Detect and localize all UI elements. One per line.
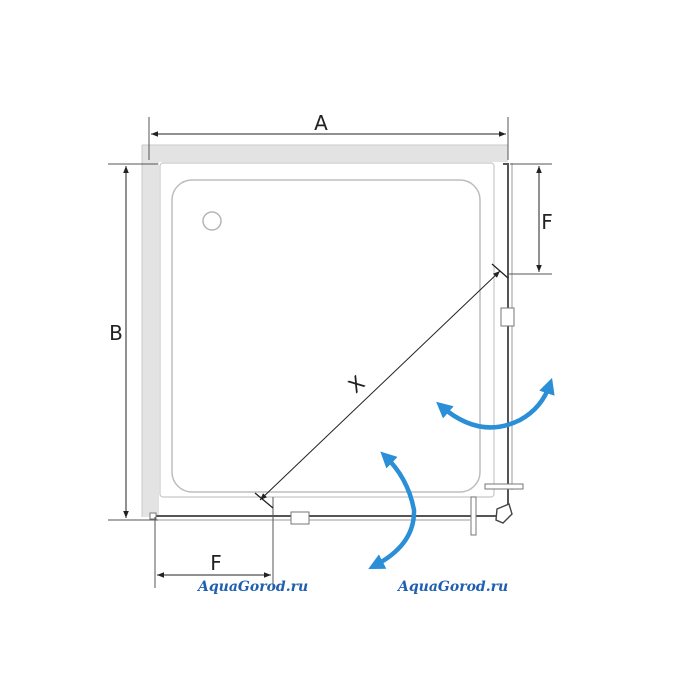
front-hinge	[290, 511, 310, 525]
dimension-b-label: B	[109, 321, 123, 345]
dimension-x-label: X	[343, 370, 369, 397]
drain-icon	[202, 211, 222, 231]
dimension-f-top: F	[508, 163, 553, 275]
dimension-a-label: A	[314, 111, 328, 135]
walls	[141, 144, 508, 517]
watermark-right: AquaGorod.ru	[396, 579, 508, 595]
right-door-swing-arrow	[436, 377, 555, 430]
dimension-f-bottom: F	[154, 497, 274, 588]
dimension-x: X	[254, 263, 509, 509]
dimension-a: A	[148, 111, 509, 160]
left-wall	[142, 145, 159, 517]
door-swing-arrows	[368, 377, 555, 569]
watermark-left: AquaGorod.ru	[196, 579, 308, 595]
right-handle	[484, 483, 524, 490]
corner-post	[495, 503, 513, 524]
back-wall	[142, 145, 508, 162]
right-hinge	[500, 307, 515, 327]
glass-panels	[149, 163, 524, 536]
dimension-f-bottom-label: F	[210, 551, 222, 575]
dimension-b: B	[108, 163, 158, 521]
shower-tray	[159, 162, 495, 498]
front-handle	[470, 496, 477, 536]
watermarks: AquaGorod.ru AquaGorod.ru	[196, 579, 508, 595]
front-door-swing-arrow	[368, 451, 417, 569]
dimension-f-top-label: F	[541, 210, 553, 234]
